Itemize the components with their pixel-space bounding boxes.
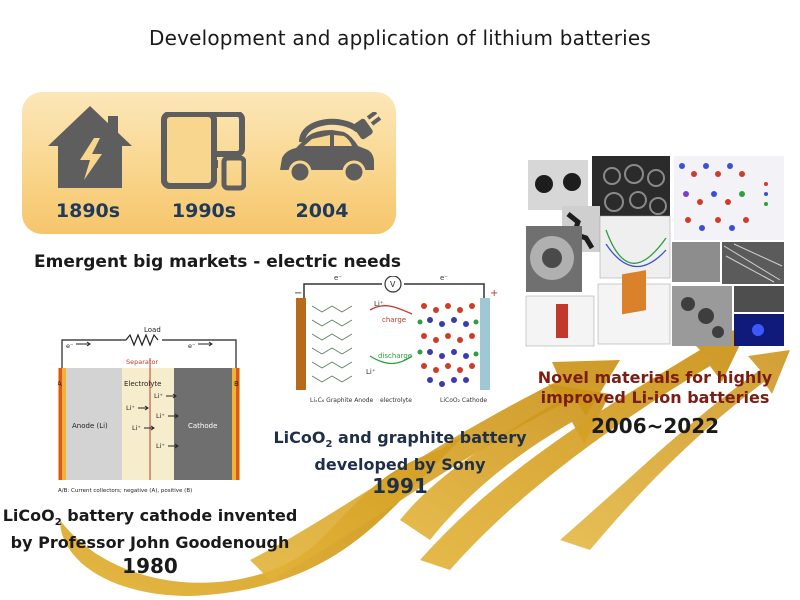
electron-right: e⁻ [440,276,448,282]
voltmeter-label: V [390,280,396,289]
goodenough-cell-diagram: Load Separator Electrolyte Anode (Li) Ca… [57,322,248,497]
charge-label: charge [382,316,406,324]
year-1890s: 1890s [55,200,121,222]
separator-label: Separator [126,358,158,366]
electrolyte-label: Electrolyte [124,380,161,388]
electrolyte-label: electrolyte [380,397,412,404]
page-title: Development and application of lithium b… [148,26,652,50]
collector-footnote: A/B: Current collectors; negative (A), p… [58,488,192,494]
ion-label-5: Li⁺ [156,442,165,450]
devices-icon [161,112,246,191]
novel-caption: Novel materials for highly improved Li-i… [530,368,780,408]
anode-label: LiₓC₆ Graphite Anode [310,397,374,404]
electron-label-right: e⁻ [188,342,195,350]
year-1990s: 1990s [171,200,237,222]
ion-label-3: Li⁺ [154,392,163,400]
electron-left: e⁻ [334,276,342,282]
sony-caption: LiCoO2 and graphite battery developed by… [272,428,528,475]
sony-cell-diagram: V − + charge discharge Li⁺ Li⁺ e⁻ e⁻ [294,274,500,414]
markets-caption: Emergent big markets - electric needs [34,252,402,272]
electric-car-icon [280,112,382,184]
load-label: Load [144,326,161,334]
minus-terminal: − [294,288,302,299]
cathode-label: Cathode [188,422,217,430]
ion-label-1: Li⁺ [126,404,135,412]
anode-label: Anode (Li) [72,422,108,430]
ion-label-discharge: Li⁺ [366,368,376,376]
collector-a-label: A [58,380,62,388]
collector-b-label: B [234,380,239,388]
goodenough-caption-line1: LiCoO2 battery cathode invented [2,506,298,529]
goodenough-caption: LiCoO2 battery cathode invented by Profe… [0,506,300,553]
novel-year: 2006~2022 [590,414,720,438]
ion-label-charge: Li⁺ [374,300,384,308]
goodenough-year: 1980 [122,554,178,578]
ion-label-2: Li⁺ [132,424,141,432]
cathode-label: LiCoO₂ Cathode [440,397,487,404]
electron-label-left: e⁻ [66,342,73,350]
plus-terminal: + [490,288,498,299]
markets-panel: 1890s 1990s 2004 [22,92,396,234]
ion-label-4: Li⁺ [156,412,165,420]
goodenough-caption-line2: by Professor John Goodenough [10,533,290,553]
materials-collage [522,154,786,348]
sony-caption-line1: LiCoO2 and graphite battery [273,428,527,451]
discharge-label: discharge [378,352,412,360]
house-lightning-icon [48,106,132,188]
sony-year: 1991 [372,474,428,498]
novel-caption-line2: improved Li-ion batteries [540,388,770,407]
novel-caption-line1: Novel materials for highly [537,368,773,387]
year-2004: 2004 [295,200,349,222]
sony-caption-line2: developed by Sony [314,455,486,475]
